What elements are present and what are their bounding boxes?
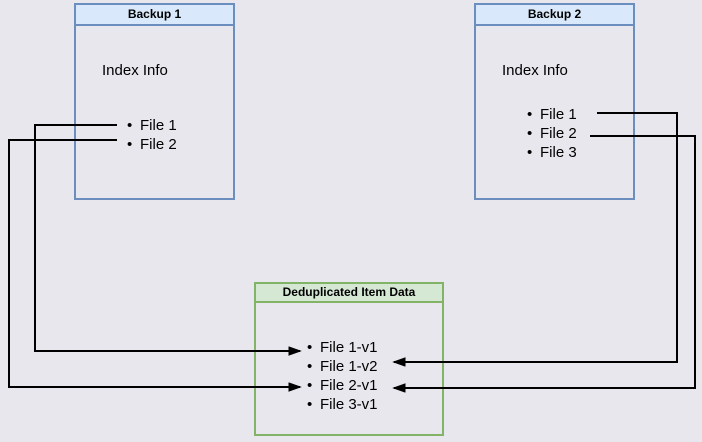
- backup2-title: Backup 2: [527, 7, 582, 21]
- backup1-file-list: File 1 File 2: [127, 116, 177, 154]
- backup1-box: Backup 1 Index Info File 1 File 2: [74, 3, 235, 200]
- backup1-file2-item: File 2: [127, 135, 177, 154]
- backup2-file1-item: File 1: [527, 105, 577, 124]
- backup1-index-info-label: Index Info: [102, 62, 168, 79]
- dedup-file3v1-item: File 3-v1: [307, 395, 378, 414]
- dedup-title: Deduplicated Item Data: [282, 285, 416, 299]
- backup2-index-info-label: Index Info: [502, 62, 568, 79]
- dedup-file1v2-item: File 1-v2: [307, 357, 378, 376]
- deduplicated-item-data-box: Deduplicated Item Data File 1-v1 File 1-…: [254, 282, 444, 436]
- backup2-file2-item: File 2: [527, 124, 577, 143]
- backup2-file3-item: File 3: [527, 143, 577, 162]
- dedup-header: Deduplicated Item Data: [256, 284, 442, 303]
- backup2-box: Backup 2 Index Info File 1 File 2 File 3: [474, 3, 635, 200]
- backup2-file-list: File 1 File 2 File 3: [527, 105, 577, 162]
- dedup-file2v1-item: File 2-v1: [307, 376, 378, 395]
- backup2-header: Backup 2: [476, 5, 633, 26]
- backup1-title: Backup 1: [127, 7, 182, 21]
- dedup-file1v1-item: File 1-v1: [307, 338, 378, 357]
- backup1-header: Backup 1: [76, 5, 233, 26]
- dedup-file-list: File 1-v1 File 1-v2 File 2-v1 File 3-v1: [307, 338, 378, 414]
- backup1-file1-item: File 1: [127, 116, 177, 135]
